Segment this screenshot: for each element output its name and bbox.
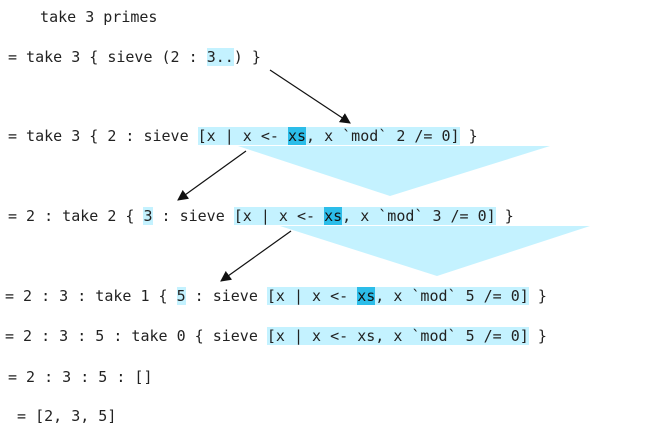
- highlighted-expression: 3: [143, 207, 153, 225]
- expression-text: }: [459, 127, 478, 145]
- expression-text: take 3 primes: [22, 8, 158, 26]
- expression-text: = 2 : 3 : 5 : take 0 { sieve: [5, 327, 267, 345]
- arrow-2-down: [177, 150, 247, 201]
- highlighted-expression: , x `mod` 5 /= 0]: [375, 287, 529, 305]
- expression-text: : sieve: [152, 207, 234, 225]
- reduction-step-6: = 2 : 3 : 5 : take 0 { sieve [x | x <- x…: [5, 326, 547, 346]
- reduction-step-5: = 2 : 3 : take 1 { 5 : sieve [x | x <- x…: [5, 286, 547, 306]
- highlighted-expression: [x | x <- xs, x `mod` 5 /= 0]: [266, 327, 529, 345]
- reduction-step-7: = 2 : 3 : 5 : []: [8, 367, 153, 387]
- funnel-step-2-to-3: [238, 146, 550, 196]
- highlighted-expression: 3..: [206, 48, 234, 66]
- focused-expression: xs: [324, 207, 343, 225]
- arrow-tail-to-xs: [269, 69, 351, 124]
- expression-text: }: [528, 287, 547, 305]
- arrow-3-down: [220, 230, 292, 282]
- expression-text: = take 3 { 2 : sieve: [8, 127, 198, 145]
- highlighted-expression: [x | x <-: [266, 287, 358, 305]
- expression-text: = 2 : 3 : 5 : []: [8, 368, 153, 386]
- focused-expression: xs: [287, 127, 307, 145]
- expression-text: }: [495, 207, 514, 225]
- reduction-step-3: = take 3 { 2 : sieve [x | x <- xs, x `mo…: [8, 126, 478, 146]
- reduction-step-4: = 2 : take 2 { 3 : sieve [x | x <- xs, x…: [8, 206, 514, 226]
- reduction-step-2: = take 3 { sieve (2 : 3..) }: [8, 47, 261, 67]
- expression-text: }: [528, 327, 547, 345]
- expression-text: = take 3 { sieve (2 :: [8, 48, 207, 66]
- highlighted-expression: , x `mod` 2 /= 0]: [306, 127, 460, 145]
- expression-text: = 2 : take 2 {: [8, 207, 144, 225]
- expression-text: : sieve: [185, 287, 267, 305]
- highlighted-expression: , x `mod` 3 /= 0]: [342, 207, 496, 225]
- reduction-step-8: = [2, 3, 5]: [8, 406, 116, 426]
- highlighted-expression: 5: [176, 287, 186, 305]
- expression-text: = 2 : 3 : take 1 {: [5, 287, 177, 305]
- focused-expression: xs: [357, 287, 376, 305]
- highlighted-expression: [x | x <-: [233, 207, 325, 225]
- highlighted-expression: [x | x <-: [197, 127, 288, 145]
- expression-text: = [2, 3, 5]: [8, 407, 117, 425]
- funnel-step-3-to-4: [280, 226, 590, 276]
- reduction-step-1: take 3 primes: [22, 7, 157, 27]
- expression-text: ) }: [233, 48, 261, 66]
